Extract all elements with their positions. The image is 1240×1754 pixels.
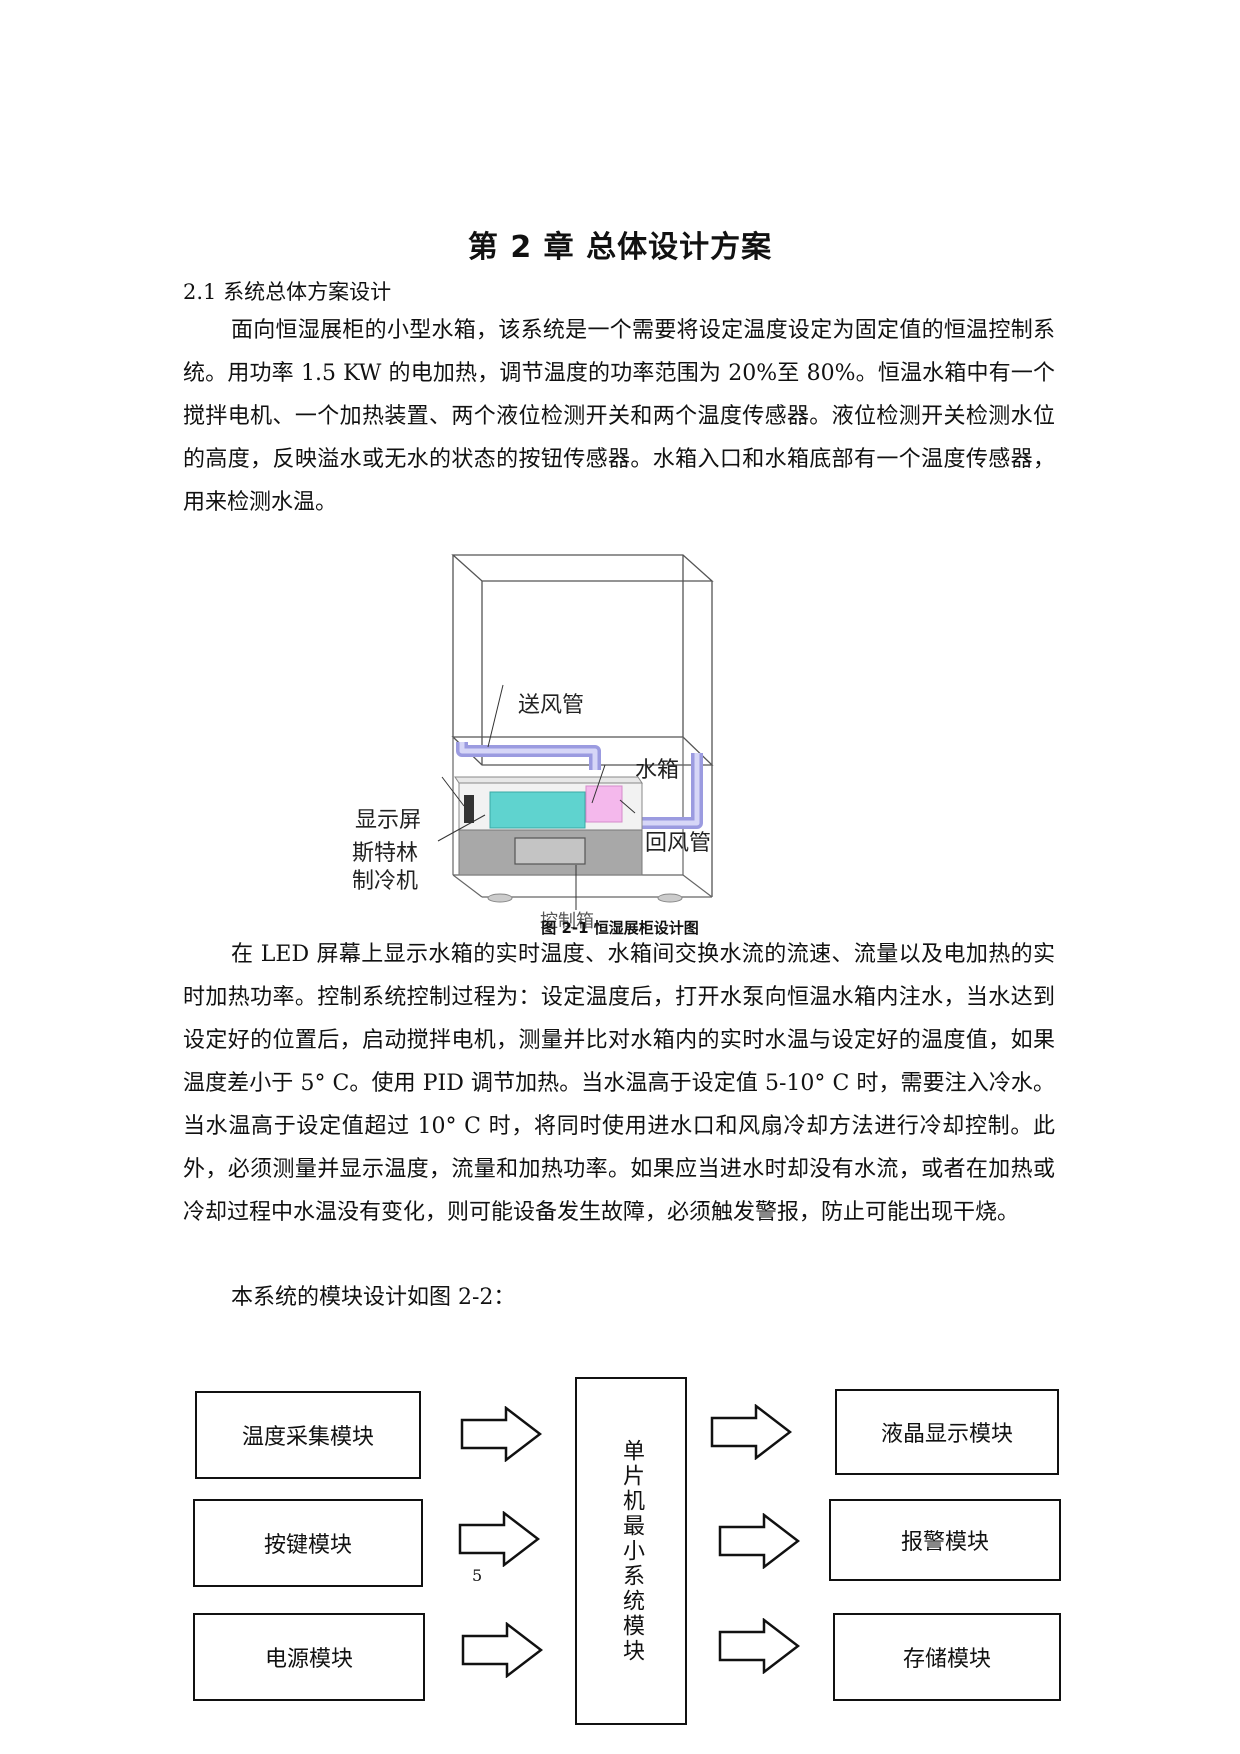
arrow-right-icon bbox=[718, 1513, 800, 1569]
arrow-right-icon bbox=[458, 1511, 540, 1567]
module-keys: 按键模块 bbox=[193, 1499, 423, 1587]
page-number: 5 bbox=[472, 1566, 483, 1585]
label-return-duct: 回风管 bbox=[645, 831, 712, 856]
cabinet-figure: 送风管 水箱 显示屏 回风管 斯特林 制冷机 控制箱 bbox=[340, 545, 760, 932]
module-power: 电源模块 bbox=[193, 1613, 425, 1701]
chapter-title: 第 2 章 总体设计方案 bbox=[467, 230, 773, 265]
label-stirling-line2: 制冷机 bbox=[352, 869, 419, 894]
figure-caption: 图 2-1 恒湿展柜设计图 bbox=[541, 919, 699, 937]
label-supply-duct: 送风管 bbox=[518, 693, 585, 718]
label-control-box: 控制箱 bbox=[540, 911, 594, 932]
module-storage: 存储模块 bbox=[833, 1613, 1061, 1701]
module-alarm: 报警模块 bbox=[829, 1499, 1061, 1581]
module-temperature: 温度采集模块 bbox=[195, 1391, 421, 1479]
section-heading: 2.1 系统总体方案设计 bbox=[183, 280, 392, 304]
arrow-right-icon bbox=[460, 1406, 542, 1462]
cabinet-drawing bbox=[437, 554, 714, 910]
paragraph-control-process: 在 LED 屏幕上显示水箱的实时温度、水箱间交换水流的流速、流量以及电加热的实时… bbox=[183, 942, 1055, 1225]
arrow-right-icon bbox=[718, 1618, 800, 1674]
paragraph-module-intro: 本系统的模块设计如图 2-2： bbox=[231, 1285, 516, 1310]
arrow-right-icon bbox=[710, 1404, 792, 1460]
arrow-right-icon bbox=[461, 1622, 543, 1678]
module-lcd: 液晶显示模块 bbox=[835, 1389, 1059, 1475]
paragraph-intro: 面向恒湿展柜的小型水箱，该系统是一个需要将设定温度设定为固定值的恒温控制系统。用… bbox=[183, 318, 1055, 515]
module-mcu: 单片机最小系统模块 bbox=[575, 1377, 687, 1725]
label-stirling-line1: 斯特林 bbox=[352, 841, 419, 866]
label-water-tank: 水箱 bbox=[635, 758, 680, 783]
label-display: 显示屏 bbox=[355, 808, 422, 833]
